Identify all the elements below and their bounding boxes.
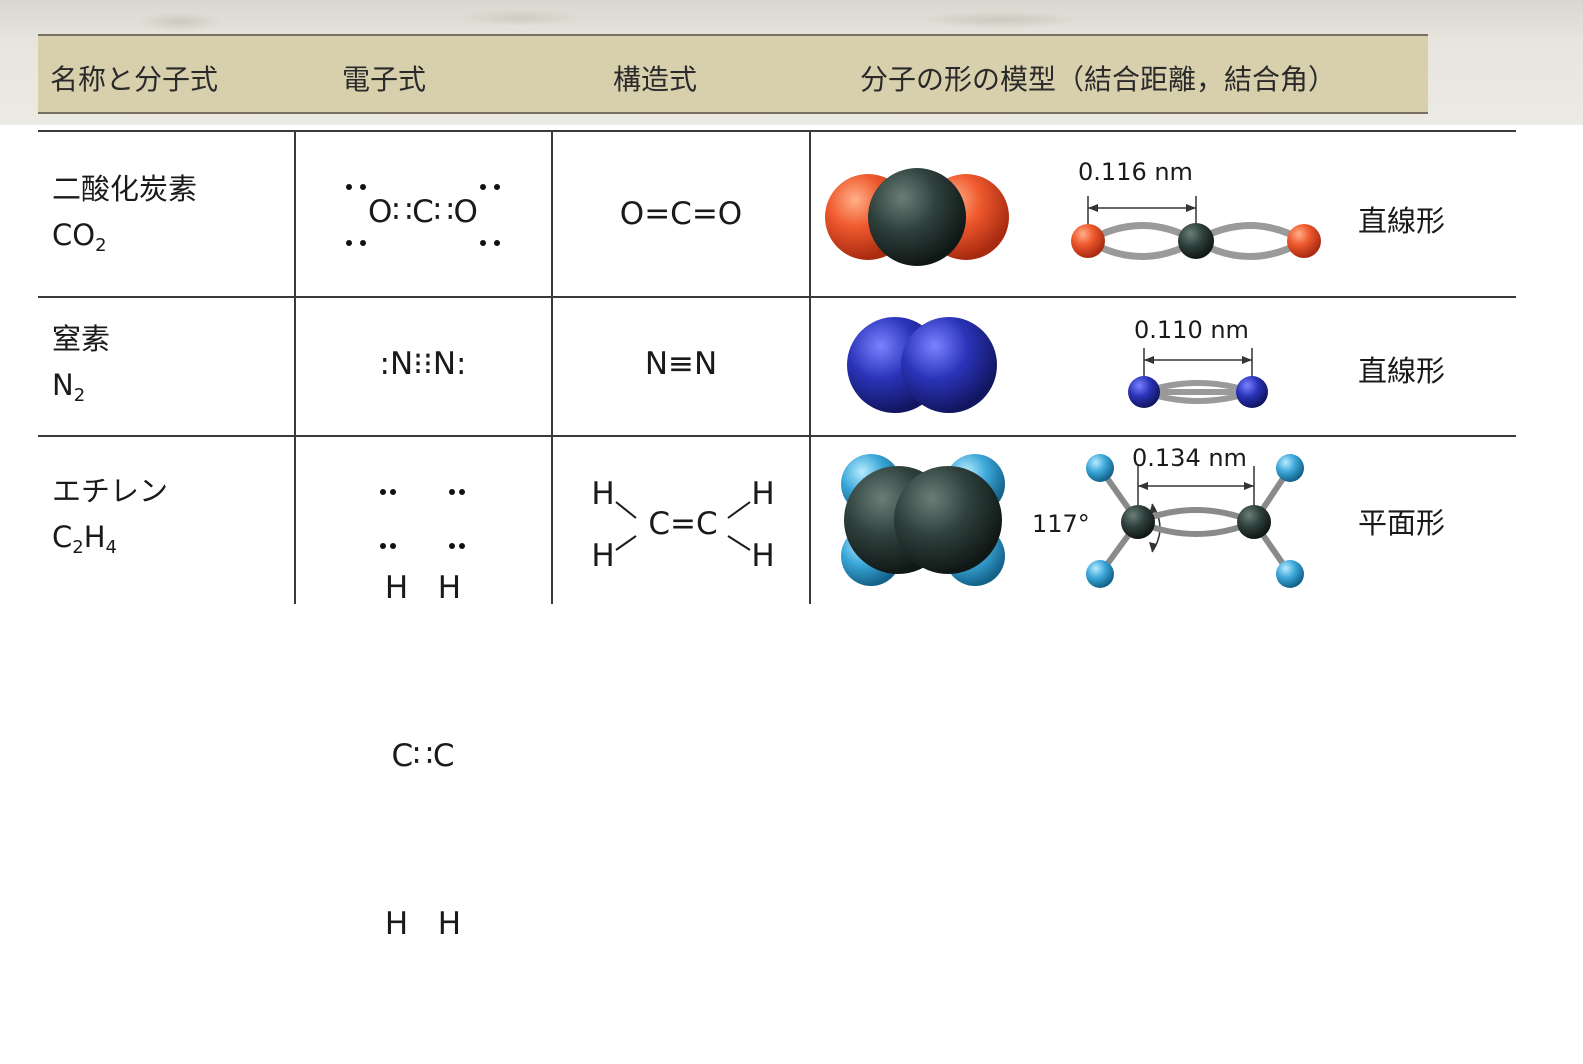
divider (38, 296, 1516, 298)
space-filling-model-ethylene (841, 454, 1005, 586)
header-name-formula: 名称と分子式 (50, 63, 219, 96)
shape-label-n2: 直線形 (1358, 354, 1446, 388)
electron-formula-co2: O∷C∷O (368, 194, 478, 230)
header-structural-formula: 構造式 (613, 63, 698, 96)
formula-co2: CO2 (52, 218, 107, 256)
ball-stick-model-ethylene (1086, 454, 1304, 588)
formula-c2h4: C2H4 (52, 520, 117, 558)
divider (809, 130, 811, 604)
electron-formula-n2: :N⁝⁝N: (379, 346, 467, 382)
structural-formula-n2: N≡N (644, 346, 718, 382)
molecule-name-n2: 窒素 N2 (52, 316, 110, 419)
divider (38, 130, 1516, 132)
header-molecular-model: 分子の形の模型（結合距離，結合角） (860, 63, 1337, 96)
lone-pair-dots-ethylene (380, 489, 465, 549)
header-electron-formula: 電子式 (342, 63, 427, 96)
table-header: 名称と分子式 電子式 構造式 分子の形の模型（結合距離，結合角） (38, 34, 1428, 114)
shape-label-co2: 直線形 (1358, 204, 1446, 238)
divider (551, 130, 553, 604)
ball-stick-model-n2 (1128, 348, 1268, 408)
bond-length-ethylene: 0.134 nm (1132, 444, 1247, 472)
bond-length-n2: 0.110 nm (1134, 316, 1249, 344)
electron-formula-ethylene: H H C∷C H H (384, 570, 462, 942)
shape-label-ethylene: 平面形 (1358, 506, 1446, 540)
bond-angle-ethylene: 117° (1032, 510, 1090, 538)
bond-length-co2: 0.116 nm (1078, 158, 1193, 186)
divider (294, 130, 296, 604)
lone-pair-dots-co2 (346, 184, 500, 246)
molecule-name-co2: 二酸化炭素 CO2 (52, 166, 197, 269)
space-filling-model-n2 (847, 317, 997, 413)
space-filling-model-co2 (825, 168, 1009, 266)
formula-n2: N2 (52, 368, 86, 406)
molecule-table: 二酸化炭素 CO2 O∷C∷O O=C=O (38, 126, 1516, 942)
ball-stick-model-co2 (1071, 196, 1321, 260)
divider (38, 435, 1516, 437)
structural-formula-co2: O=C=O (619, 196, 743, 232)
molecule-name-ethylene: エチレン C2H4 (52, 468, 168, 571)
